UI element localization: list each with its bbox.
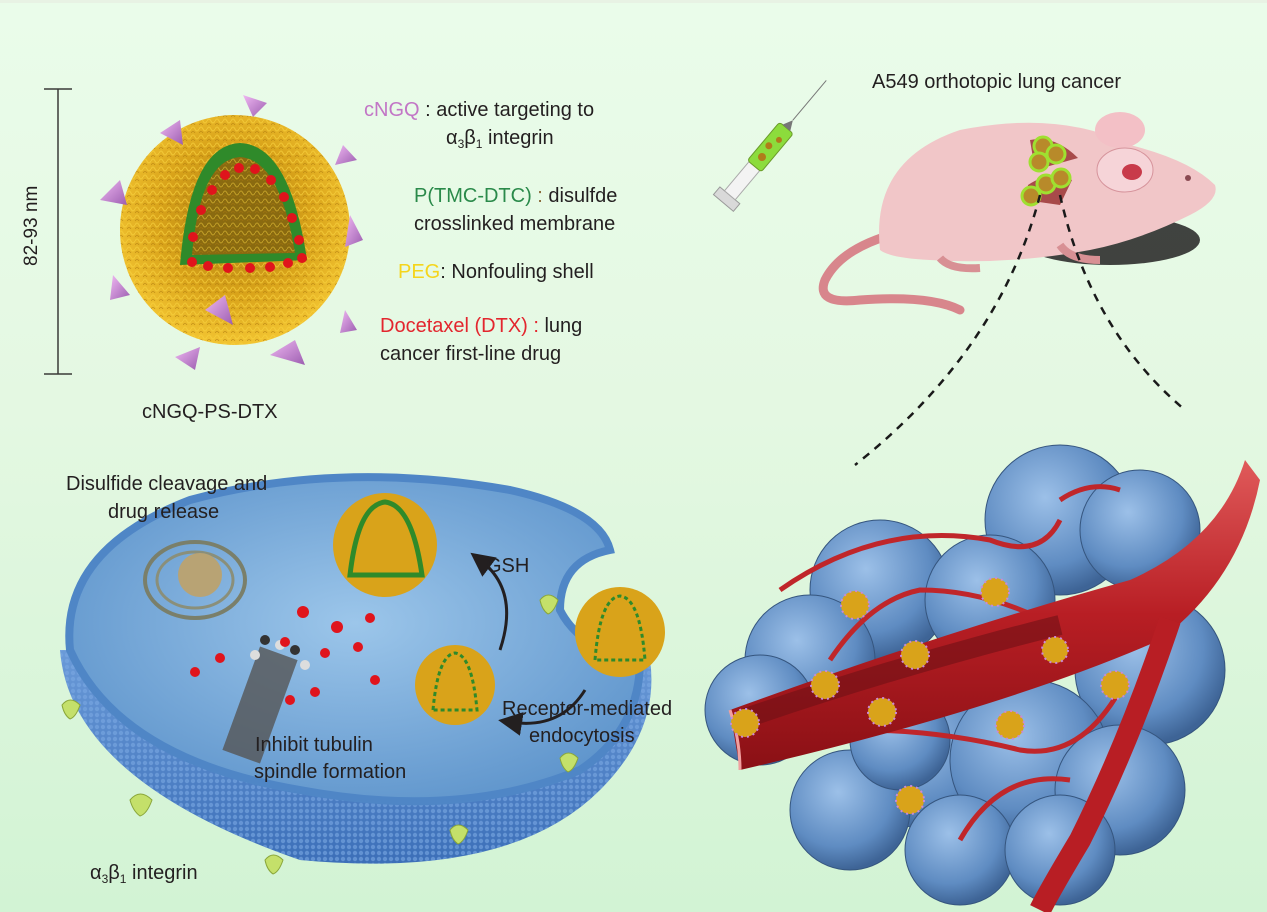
nanoparticle-illustration [100,95,363,370]
microtubule [222,635,310,764]
mouse-illustration [818,112,1216,315]
cell-illustration [60,473,665,875]
integrin-receptors [61,594,579,875]
gsh-label: GSH [486,555,530,577]
released-drug-dots [190,606,380,705]
legend-item-ptmc-dtc-line2: crosslinked membrane [414,213,616,235]
legend-item-ptmc-dtc: P(TMC-DTC) : disulfde [414,185,618,207]
legend-item-dtx-line2: cancer first-line drug [380,343,562,365]
docetaxel-drug-dots [187,163,307,273]
mouse-panel-title: A549 orthotopic lung cancer [872,71,1122,93]
integrin-label: α3β1 integrin [90,862,198,886]
tumor-vessel-illustration [704,444,1260,912]
legend-term-ptmc-dtc: P(TMC-DTC) [414,185,532,207]
gsh-arrow [470,552,509,651]
internalized-nanoparticle [415,645,495,725]
drug-release-label-line2: drug release [108,501,220,523]
blood-vessel [730,460,1260,770]
legend-term-dtx: Docetaxel (DTX) [380,315,528,337]
scale-bar [44,88,72,375]
legend-item-cngq-line2: α3β1 integrin [446,127,554,151]
legend-item-peg: PEG: Nonfouling shell [398,261,594,283]
nanoparticles-in-tumor [730,577,1130,815]
released-nanoparticle [333,493,437,597]
golgi-nucleus-icon [143,540,247,620]
bound-nanoparticle [575,587,665,677]
tubulin-label-line1: Inhibit tubulin [255,734,373,756]
legend-item-dtx: Docetaxel (DTX) : lung [380,315,583,337]
legend-term-peg: PEG [398,261,441,283]
legend-desc-cngq: active targeting to [436,99,595,121]
cngq-ligands [100,95,363,370]
endocytosis-label-line2: endocytosis [529,725,635,747]
legend-term-cngq: cNGQ [364,99,420,121]
drug-release-label-line1: Disulfide cleavage and [66,473,268,495]
endocytosis-arrow [498,689,587,736]
nanoparticle-name: cNGQ-PS-DTX [142,401,278,423]
endocytosis-label-line1: Receptor-mediated [502,698,673,720]
tubulin-label-line2: spindle formation [254,761,407,783]
syringe-icon [712,80,827,213]
top-border [0,0,1267,3]
legend-item-cngq: cNGQ : active targeting to [364,99,595,121]
